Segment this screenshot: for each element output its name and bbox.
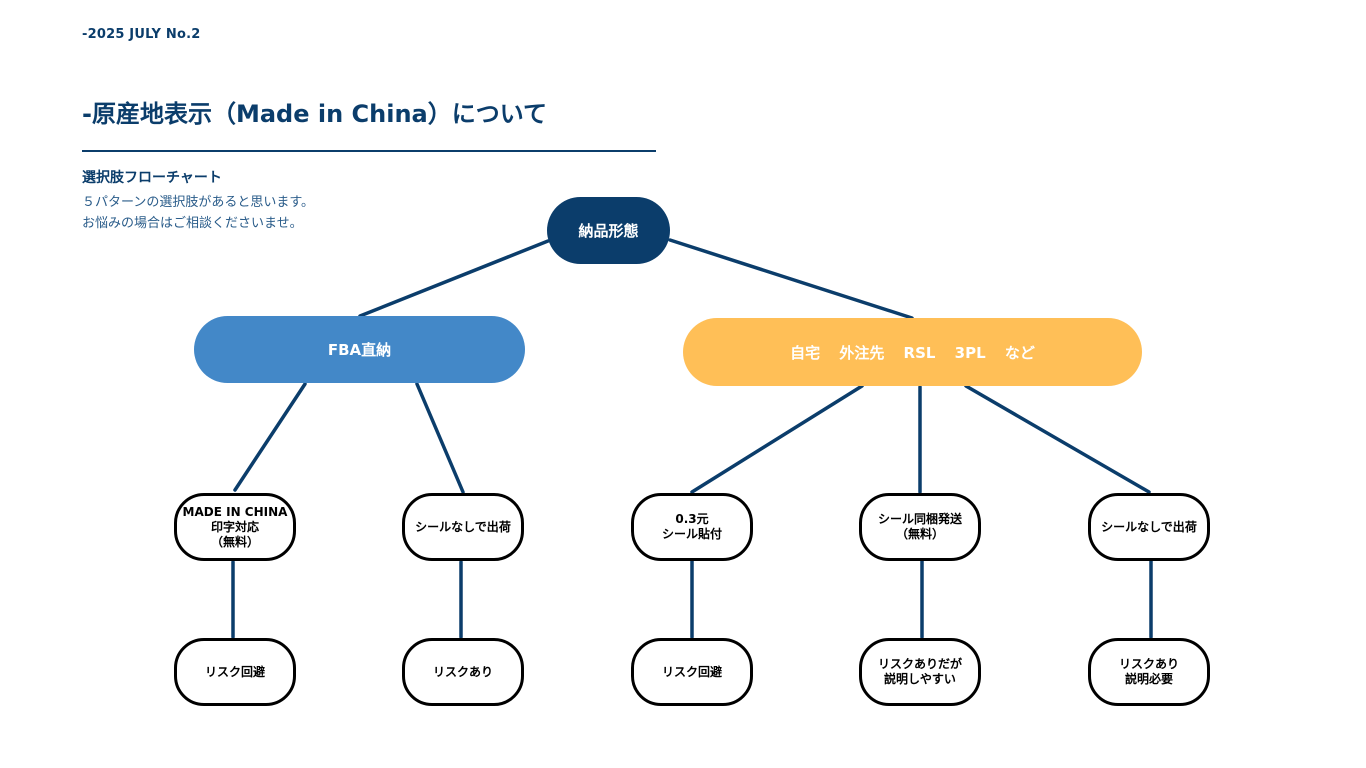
outcome-line: リスクあり	[1118, 657, 1179, 671]
option-line: シールなしで出荷	[415, 519, 511, 534]
edge-fba-option2	[415, 382, 465, 494]
option-line: シールなしで出荷	[1101, 519, 1197, 534]
option-ship-without-sticker-home: シールなしで出荷	[1088, 493, 1210, 561]
node-home-outsource-label: 自宅 外注先 RSL 3PL など	[790, 343, 1035, 362]
description-line-1: ５パターンの選択肢があると思います。	[82, 195, 315, 210]
outcome-risk-avoided: リスク回避	[174, 638, 296, 706]
edge-root-fba	[358, 239, 550, 318]
option-sticker-enclosed: シール同梱発送 （無料）	[859, 493, 981, 561]
node-fba-direct: FBA直納	[194, 316, 525, 383]
option-ship-without-sticker-fba: シールなしで出荷	[402, 493, 524, 561]
outcome-line: リスクありだが	[877, 657, 962, 671]
outcome-line: リスク回避	[661, 664, 722, 679]
option-line: シール同梱発送	[877, 512, 962, 526]
option-line: （無料）	[210, 534, 259, 549]
node-fba-direct-label: FBA直納	[327, 341, 392, 359]
edge-root-home	[668, 238, 914, 320]
page-title: -原産地表示（Made in China）について	[82, 100, 548, 128]
outcome-line: リスクあり	[432, 664, 493, 679]
outcome-risk-easy-explain: リスクありだが 説明しやすい	[859, 638, 981, 706]
edge-fba-option1	[233, 382, 307, 492]
option-line: 印字対応	[210, 519, 259, 534]
option-line: （無料）	[895, 527, 944, 541]
node-delivery-method-label: 納品形態	[578, 222, 639, 240]
option-line: 0.3元	[675, 512, 709, 526]
outcome-line: 説明必要	[1124, 672, 1173, 686]
issue-label: -2025 JULY No.2	[82, 27, 201, 42]
section-subtitle: 選択肢フローチャート	[82, 170, 222, 186]
outcome-line: 説明しやすい	[884, 672, 956, 686]
option-line: シール貼付	[661, 527, 722, 541]
outcome-risk-exists: リスクあり	[402, 638, 524, 706]
option-sticker-applied: 0.3元 シール貼付	[631, 493, 753, 561]
node-home-outsource: 自宅 外注先 RSL 3PL など	[683, 318, 1142, 386]
option-line: MADE IN CHINA	[182, 504, 288, 519]
edge-home-option5	[964, 384, 1151, 494]
outcome-risk-explain-needed: リスクあり 説明必要	[1088, 638, 1210, 706]
edge-home-option3	[690, 384, 864, 494]
outcome-risk-avoided-sticker: リスク回避	[631, 638, 753, 706]
description-line-2: お悩みの場合はご相談くださいませ。	[82, 216, 303, 231]
outcome-line: リスク回避	[204, 664, 265, 679]
node-delivery-method: 納品形態	[547, 197, 670, 264]
option-print-made-in-china: MADE IN CHINA 印字対応 （無料）	[174, 493, 296, 561]
title-divider	[82, 150, 656, 152]
